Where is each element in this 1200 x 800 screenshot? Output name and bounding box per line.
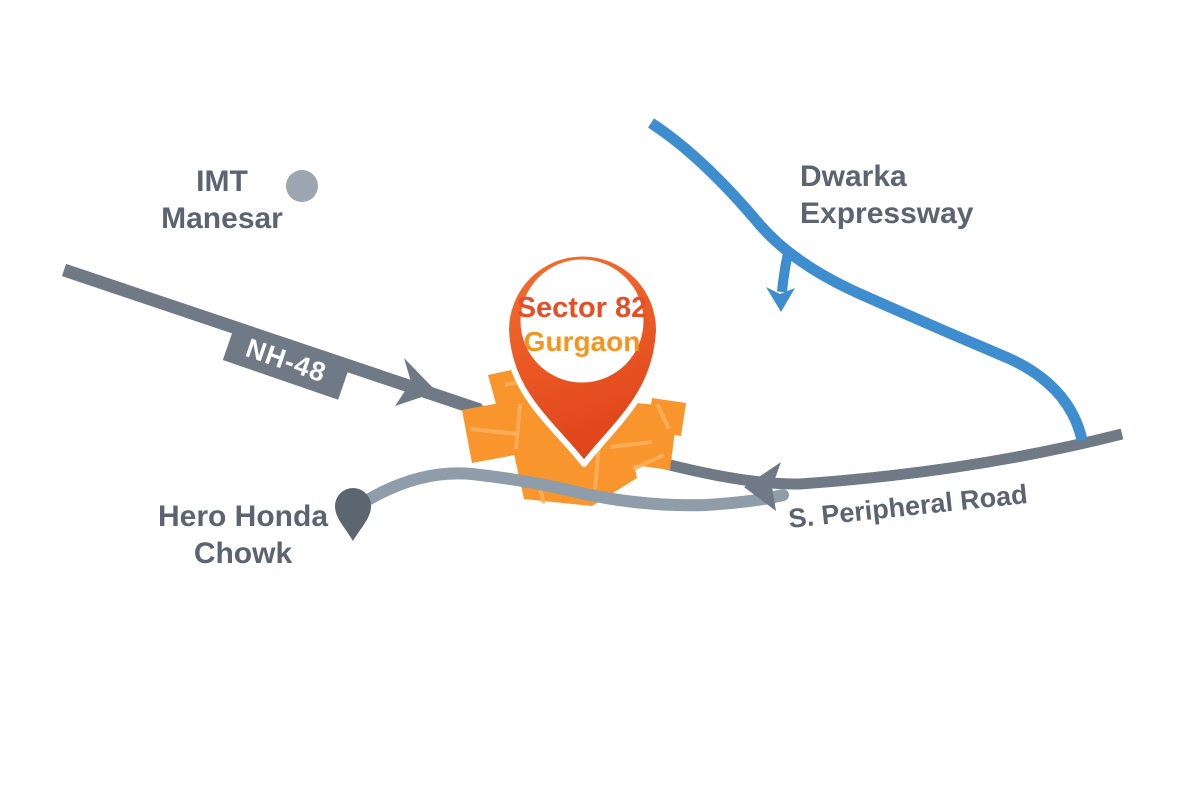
nh48-direction-arrow-icon bbox=[395, 358, 437, 406]
peripheral-direction-arrow-icon bbox=[744, 462, 781, 511]
imt-manesar-label-line2: Manesar bbox=[161, 202, 283, 235]
hero-honda-chowk-label: Hero Honda Chowk bbox=[158, 498, 328, 572]
dwarka-label-line2: Expressway bbox=[800, 197, 974, 230]
imt-manesar-label: IMT Manesar bbox=[161, 163, 283, 237]
imt-manesar-label-line1: IMT bbox=[196, 165, 248, 198]
pin-label-city: Gurgaon bbox=[523, 326, 641, 357]
dwarka-label-line1: Dwarka bbox=[800, 160, 907, 193]
sector-block bbox=[647, 398, 686, 436]
dwarka-expressway-road bbox=[648, 118, 1088, 442]
location-pin-label: Sector 82 Gurgaon bbox=[517, 292, 648, 358]
hero-honda-label-line2: Chowk bbox=[193, 537, 293, 570]
hero-honda-chowk-marker-icon bbox=[335, 488, 371, 541]
location-pin-icon bbox=[503, 250, 662, 467]
dwarka-direction-arrow-icon bbox=[766, 287, 795, 312]
dwarka-expressway-branch bbox=[777, 247, 794, 293]
location-pin-inner-circle bbox=[520, 259, 644, 383]
nh48-road-plate bbox=[222, 322, 352, 400]
dwarka-expressway-label: Dwarka Expressway bbox=[800, 158, 973, 232]
hero-honda-label-line1: Hero Honda bbox=[157, 500, 329, 533]
link-road bbox=[360, 467, 789, 512]
pin-label-sector: Sector 82 bbox=[516, 292, 648, 324]
imt-manesar-dot-icon bbox=[286, 170, 318, 202]
